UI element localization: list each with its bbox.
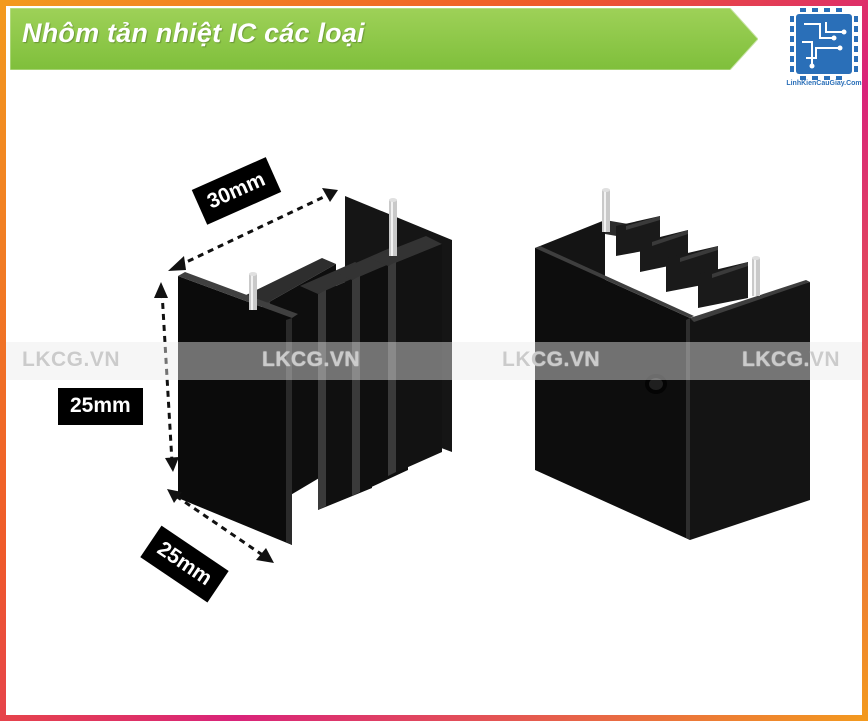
watermark-text: LKCG.VN — [742, 348, 840, 371]
watermark-text: LKCG.VN — [262, 348, 360, 371]
watermark-text: LKCG.VN — [22, 348, 120, 371]
heatsink-left — [178, 196, 452, 545]
heatsink-right — [535, 188, 810, 540]
watermark-band — [6, 342, 862, 380]
height-dimension-label: 25mm — [58, 388, 143, 425]
chip-logo-icon — [790, 8, 858, 80]
title-banner — [10, 8, 758, 70]
dimension-arrows — [160, 192, 331, 558]
page-title: Nhôm tản nhiệt IC các loại — [22, 18, 365, 48]
logo-caption: LinhKienCauGiay.Com — [786, 80, 862, 87]
watermark-text: LKCG.VN — [502, 348, 600, 371]
